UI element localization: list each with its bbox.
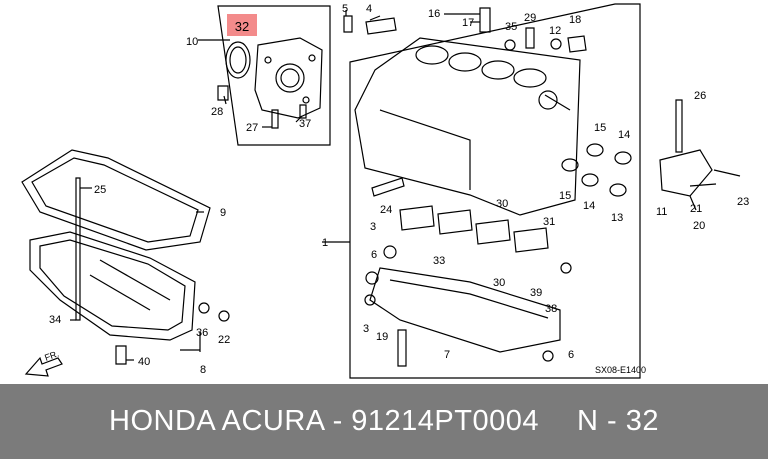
callout-26: 26 [694,90,706,102]
bracket [659,149,713,197]
front-arrow-icon [24,356,63,377]
callout-36: 36 [196,327,208,339]
callout-14b: 14 [583,200,595,212]
parts-diagram-svg: 32 10 28 27 37 5 4 16 17 35 29 12 18 26 … [21,3,749,379]
callout-28: 28 [211,106,223,118]
drawing-code: SX08-E1400 [595,365,646,375]
callout-37: 37 [299,118,311,130]
callout-20: 20 [693,220,705,232]
callout-19: 19 [376,331,388,343]
callout-30b: 30 [493,277,505,289]
callout-35: 35 [505,21,517,33]
seal-assembly-frame [217,5,331,146]
callout-3a: 3 [363,323,369,335]
callout-27: 27 [246,122,258,134]
callout-11: 11 [656,206,667,218]
callout-34: 34 [49,314,61,326]
block-frame [349,3,641,379]
oil-pan [29,231,196,341]
callout-38: 38 [545,303,557,315]
callout-30a: 30 [496,198,508,210]
callout-labels: 10 28 27 37 5 4 16 17 35 29 12 18 26 15 … [43,3,749,376]
callout-4: 4 [366,3,372,15]
bearing-cap-bridge [369,267,561,353]
callout-7: 7 [444,349,450,361]
callout-40: 40 [138,356,150,368]
callout-15b: 15 [559,190,571,202]
callout-21: 21 [690,203,702,215]
highlight-box [227,14,257,36]
callout-8: 8 [200,364,206,376]
seal-housing [254,37,323,119]
callout-15a: 15 [594,122,606,134]
callout-12: 12 [549,25,561,37]
engine-block [354,37,581,216]
callout-10: 10 [186,36,198,48]
callout-3b: 3 [370,221,376,233]
part-number-label: HONDA ACURA - 91214PT0004 [109,405,539,437]
callout-31: 31 [543,216,555,228]
callout-1: 1 [322,237,328,249]
callout-39: 39 [530,287,542,299]
parts-diagram: 32 10 28 27 37 5 4 16 17 35 29 12 18 26 … [21,3,749,379]
oil-seal [225,41,251,79]
callout-6a: 6 [371,249,377,261]
callout-16: 16 [428,8,440,20]
part-info-bar: HONDA ACURA - 91214PT0004 N - 32 [0,384,768,459]
callout-13: 13 [611,212,623,224]
callout-33: 33 [433,255,445,267]
callout-22: 22 [218,334,230,346]
callout-17: 17 [462,17,474,29]
callout-24: 24 [380,204,392,216]
callout-14a: 14 [618,129,630,141]
callout-18: 18 [569,14,581,26]
callout-5: 5 [342,3,348,15]
oil-pan-gasket [21,149,211,251]
front-marker: FR. [43,349,60,363]
callout-number-label: N - 32 [577,405,659,437]
callout-25: 25 [94,184,106,196]
callout-29: 29 [524,12,536,24]
callout-9: 9 [220,207,226,219]
callout-32: 32 [235,19,249,34]
callout-6b: 6 [568,349,574,361]
callout-23: 23 [737,196,749,208]
